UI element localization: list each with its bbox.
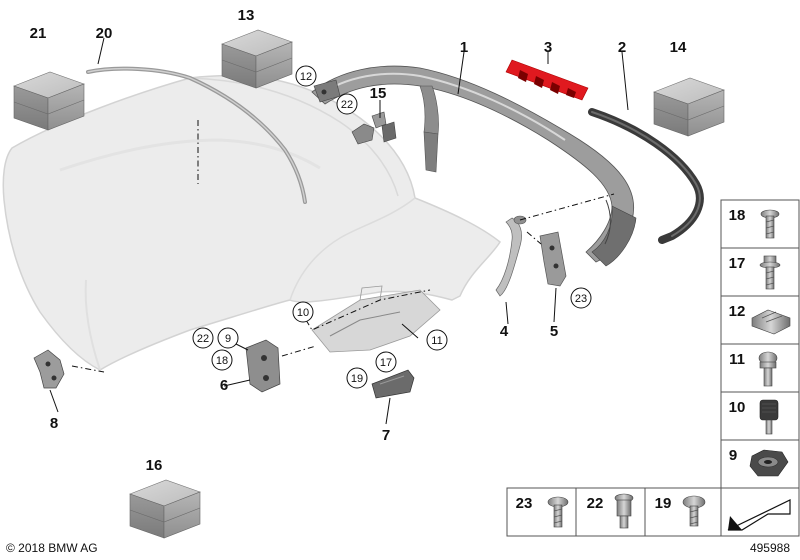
callout-15: 15	[370, 85, 387, 102]
callout-9: 9	[225, 333, 231, 345]
diagram-number: 495988	[749, 541, 790, 555]
latch-mechanism	[311, 285, 441, 353]
callout-8: 8	[50, 415, 58, 432]
callout-10-badge: 10	[292, 301, 314, 323]
callout-7: 7	[382, 427, 390, 444]
callout-22-badge-mid: 22	[192, 327, 214, 349]
panel-label-11: 11	[729, 351, 745, 368]
callout-11: 11	[431, 335, 442, 347]
callout-19: 19	[351, 373, 363, 385]
panel-label-17: 17	[729, 255, 746, 272]
callout-19-badge: 19	[346, 367, 368, 389]
callout-5: 5	[550, 323, 558, 340]
frame-bracket	[313, 79, 341, 103]
rubber-buffer-icon	[759, 399, 779, 435]
torx-screw-icon	[760, 209, 780, 239]
callout-18: 18	[216, 355, 228, 367]
callout-21: 21	[30, 25, 47, 42]
callout-16: 16	[146, 457, 163, 474]
callout-1: 1	[460, 39, 468, 56]
frame-arch	[311, 65, 637, 267]
callout-12: 12	[300, 71, 312, 83]
callout-22-badge-top: 22	[336, 93, 358, 115]
panel-label-23: 23	[516, 495, 533, 512]
hardware-panel-bottom: 23 22 19	[506, 487, 800, 537]
hinge-part	[33, 349, 65, 389]
callout-9-badge: 9	[217, 327, 239, 349]
button-head-screw-icon	[682, 495, 706, 527]
panel-label-19: 19	[655, 495, 672, 512]
callout-20: 20	[96, 25, 113, 42]
latch-bracket	[245, 339, 281, 393]
shoulder-screw-icon	[614, 493, 634, 529]
lock-plate	[371, 369, 415, 399]
callout-10: 10	[297, 307, 309, 319]
panel-label-10: 10	[729, 399, 746, 416]
spring-clip-icon	[751, 309, 791, 335]
callout-22-top: 22	[341, 99, 353, 111]
kit-box-13	[221, 29, 293, 89]
kit-box-14	[653, 77, 725, 137]
ball-stud-icon	[758, 351, 778, 387]
callout-17: 17	[380, 357, 392, 369]
hardware-panel-side: 18 17 12 11 10 9	[720, 199, 800, 489]
page-arrow-icon[interactable]	[727, 499, 791, 531]
soft-top	[2, 74, 501, 371]
pan-head-screw-icon	[547, 496, 569, 528]
callout-3: 3	[544, 39, 552, 56]
panel-label-9: 9	[729, 447, 737, 464]
callout-23: 23	[575, 293, 587, 305]
callout-13: 13	[238, 7, 255, 24]
panel-label-18: 18	[729, 207, 746, 224]
copyright-text: © 2018 BMW AG	[6, 541, 98, 555]
panel-label-12: 12	[729, 303, 746, 320]
highlighted-part	[505, 59, 589, 101]
callout-2: 2	[618, 39, 626, 56]
flange-screw-icon	[759, 255, 781, 290]
callout-22-mid: 22	[197, 333, 209, 345]
callout-11-badge: 11	[426, 329, 448, 351]
clip-parts	[351, 111, 397, 145]
leader-lines	[49, 37, 629, 425]
assembly-lines	[71, 120, 615, 373]
bracket-part	[539, 231, 567, 287]
callout-14: 14	[670, 39, 687, 56]
callout-17-badge: 17	[375, 351, 397, 373]
insert-nut-icon	[749, 449, 789, 477]
callout-18-badge: 18	[211, 349, 233, 371]
arm-part	[495, 215, 527, 297]
callout-12-badge: 12	[295, 65, 317, 87]
kit-box-16	[129, 479, 201, 539]
callout-6: 6	[220, 377, 228, 394]
panel-label-22: 22	[587, 495, 604, 512]
callout-23-badge: 23	[570, 287, 592, 309]
callout-4: 4	[500, 323, 509, 340]
